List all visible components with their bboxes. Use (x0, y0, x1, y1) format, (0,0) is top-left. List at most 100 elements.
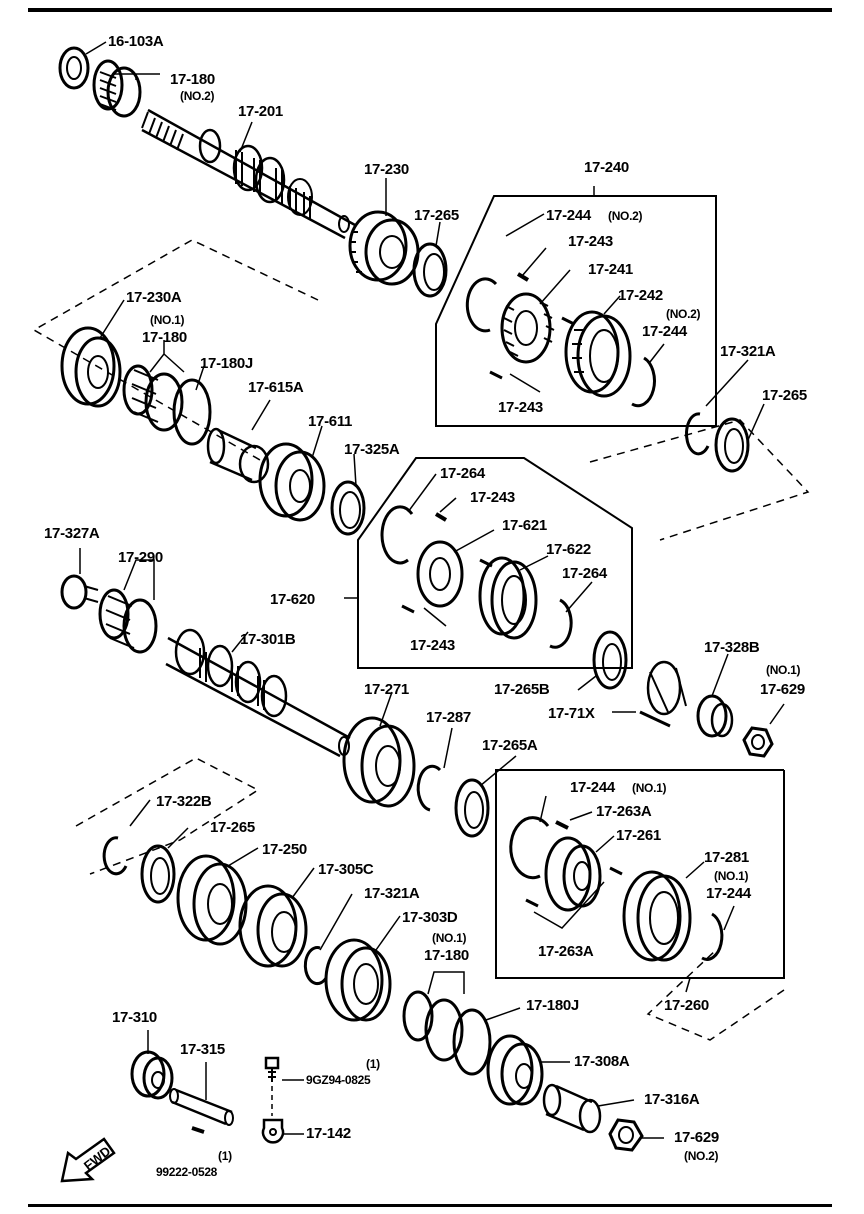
collar-17-328B (696, 694, 734, 738)
sleeve-17-622 (478, 556, 538, 640)
label-17-321A-b: 17-321A (364, 885, 420, 902)
snap-ring-17-244-no2-b (631, 356, 656, 408)
label-17-265A: 17-265A (482, 737, 538, 754)
label-17-305C: 17-305C (318, 861, 374, 878)
label-17-622: 17-622 (546, 541, 591, 558)
label-17-308A: 17-308A (574, 1053, 630, 1070)
bearing-17-180-no1-a (122, 364, 184, 432)
snap-ring-17-264-a (380, 505, 414, 565)
label-17-315: 17-315 (180, 1041, 225, 1058)
label-17-263A-a: 17-263A (596, 803, 652, 820)
hub-17-241 (500, 292, 555, 364)
bolt-9GZ94-0825 (264, 1056, 280, 1116)
ring-17-265-c (140, 844, 176, 904)
label-17-321A-a: 17-321A (720, 343, 776, 360)
forward-arrow-icon: FWD (60, 1137, 116, 1183)
label-17-244-no2-a-note: (NO.2) (608, 209, 643, 223)
label-17-244-no1-b-note: (NO.1) (714, 869, 749, 883)
sleeve-17-316A (542, 1083, 602, 1134)
label-9GZ94-0825: 9GZ94-0825 (306, 1073, 371, 1087)
label-17-261: 17-261 (616, 827, 661, 844)
ring-17-265A (454, 778, 490, 838)
bearing-17-180-no1-b (402, 990, 464, 1062)
label-17-243-c: 17-243 (470, 489, 515, 506)
ring-17-265B (592, 630, 628, 690)
label-17-142: 17-142 (306, 1125, 351, 1142)
label-17-615A: 17-615A (248, 379, 304, 396)
gear-17-303D (324, 938, 392, 1022)
ring-17-321A-b (303, 946, 328, 986)
group-box-17-620 (357, 457, 633, 669)
group-box-17-260 (495, 769, 785, 979)
label-17-620: 17-620 (270, 591, 315, 608)
label-17-71X: 17-71X (548, 705, 595, 722)
nut-17-629-no2 (608, 1118, 644, 1152)
snap-ring-17-244-no1-a (509, 816, 550, 880)
label-17-265-b: 17-265 (762, 387, 807, 404)
top-border (28, 8, 832, 12)
label-17-244-no2-b-note: (NO.2) (666, 307, 701, 321)
label-17-244-no1-a-note: (NO.1) (632, 781, 667, 795)
bearing-17-290 (98, 588, 158, 654)
label-17-629-no2: 17-629 (674, 1129, 719, 1146)
label-17-322B: 17-322B (156, 793, 212, 810)
washer-17-180J-b (452, 1008, 492, 1076)
label-17-180-top: 17-180 (170, 71, 215, 88)
label-17-327A: 17-327A (44, 525, 100, 542)
label-17-316A: 17-316A (644, 1091, 700, 1108)
key-17-263A-b (525, 866, 623, 908)
label-99222-0528: 99222-0528 (156, 1165, 218, 1179)
label-17-180J-b: 17-180J (526, 997, 579, 1014)
label-17-180J-a: 17-180J (200, 355, 253, 372)
bearing-17-180-no2 (92, 59, 142, 118)
key-17-243-a (516, 272, 530, 282)
dash-guide-right (589, 419, 810, 541)
label-17-242: 17-242 (618, 287, 663, 304)
bracket-17-142 (261, 1118, 285, 1144)
nut-17-629-no1 (742, 726, 774, 758)
label-17-180-mid: 17-180 (142, 329, 187, 346)
ring-17-287 (416, 764, 442, 812)
label-17-180-low: 17-180 (424, 947, 469, 964)
label-17-265-c: 17-265 (210, 819, 255, 836)
gear-17-310 (130, 1050, 174, 1100)
hub-17-621 (416, 540, 464, 608)
ring-17-265-b (714, 417, 750, 473)
label-17-244-no1-a: 17-244 (570, 779, 615, 796)
label-17-264-b: 17-264 (562, 565, 607, 582)
label-17-264-a: 17-264 (440, 465, 485, 482)
countershaft-17-301B (165, 628, 351, 758)
gear-17-281 (622, 870, 692, 962)
label-99222-0528-qty: (1) (218, 1149, 232, 1163)
label-17-611: 17-611 (308, 413, 353, 430)
label-9GZ94-0825-qty: (1) (366, 1057, 380, 1071)
label-17-290: 17-290 (118, 549, 163, 566)
label-17-629-no2-note: (NO.2) (684, 1149, 719, 1163)
label-17-180-low-note: (NO.1) (432, 931, 467, 945)
hub-17-261 (544, 836, 602, 912)
snap-ring-17-244-no1-b (701, 912, 724, 961)
group-box-17-240 (435, 195, 717, 427)
gear-17-308A (486, 1034, 544, 1106)
label-17-180-mid-note: (NO.1) (150, 313, 185, 327)
ring-17-321A-a (684, 412, 710, 456)
label-17-244-no1-b: 17-244 (706, 885, 751, 902)
gear-17-250 (176, 854, 248, 946)
label-17-243-b: 17-243 (498, 399, 543, 416)
label-17-230: 17-230 (364, 161, 409, 178)
gear-17-305C (238, 884, 308, 968)
bearing-16-103A (58, 46, 90, 90)
ring-17-322B (102, 836, 128, 876)
label-17-201: 17-201 (238, 103, 283, 120)
key-17-243-c (434, 512, 448, 522)
label-17-260: 17-260 (664, 997, 709, 1014)
dash-guide-lower-left (75, 757, 260, 875)
label-17-325A: 17-325A (344, 441, 400, 458)
shaft-17-315 (169, 1088, 234, 1126)
label-17-301B: 17-301B (240, 631, 296, 648)
label-16-103A: 16-103A (108, 33, 164, 50)
label-17-243-a: 17-243 (568, 233, 613, 250)
label-17-287: 17-287 (426, 709, 471, 726)
label-17-621: 17-621 (502, 517, 547, 534)
label-17-328B: 17-328B (704, 639, 760, 656)
